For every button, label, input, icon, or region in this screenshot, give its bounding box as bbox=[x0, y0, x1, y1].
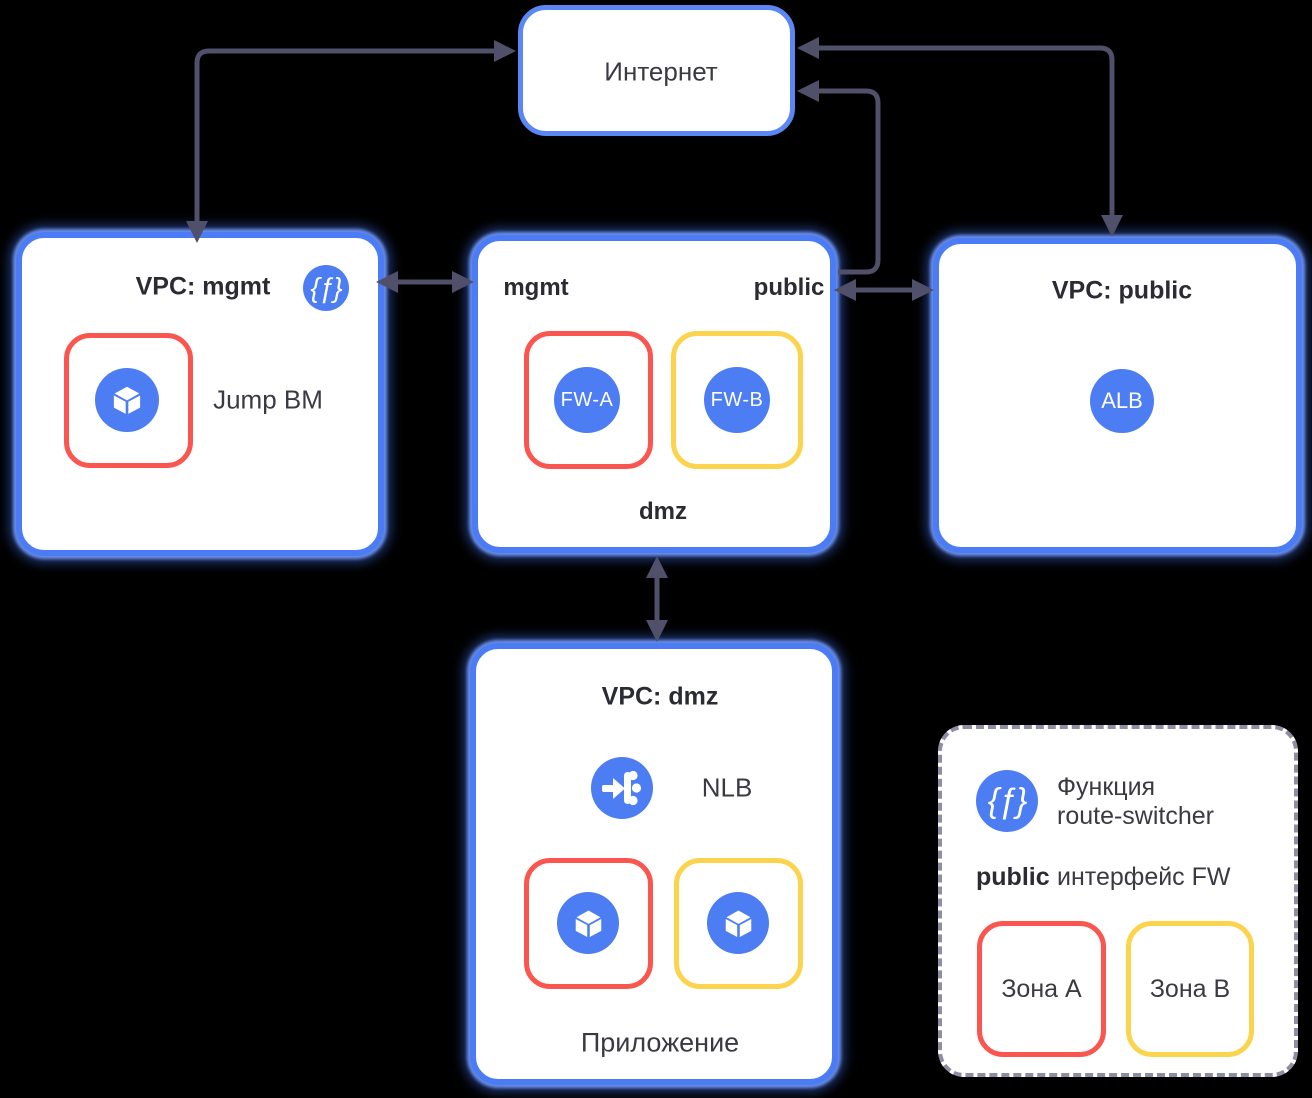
legend-box: {ƒ} Функция route-switcher public интерф… bbox=[938, 725, 1298, 1077]
firewall-box: mgmt public FW-A FW-B dmz bbox=[472, 235, 836, 553]
fw-a-circle: FW-A bbox=[554, 367, 620, 433]
function-icon: {ƒ} bbox=[303, 265, 349, 311]
vpc-dmz-title: VPC: dmz bbox=[601, 682, 719, 711]
vpc-public-box: VPC: public ALB bbox=[933, 238, 1302, 553]
alb-label: ALB bbox=[1101, 388, 1143, 413]
app-label: Приложение bbox=[580, 1027, 740, 1058]
internet-label: Интернет bbox=[604, 56, 718, 87]
vpc-mgmt-box: VPC: mgmt {ƒ} Jump BM bbox=[16, 232, 384, 556]
cube-icon bbox=[113, 386, 141, 414]
cube-icon bbox=[725, 910, 751, 937]
legend-function-line2: route-switcher bbox=[1057, 802, 1214, 830]
vpc-public-title: VPC: public bbox=[1051, 276, 1193, 305]
function-icon-glyph: {ƒ} bbox=[310, 272, 342, 303]
fw-box-public-label: public bbox=[753, 274, 825, 301]
arrow-internet-vpc-public bbox=[801, 45, 1115, 232]
fw-box-mgmt-label: mgmt bbox=[503, 274, 569, 301]
legend-zone-b-box: Зона B bbox=[1126, 921, 1254, 1057]
legend-zone-a-box: Зона A bbox=[977, 921, 1106, 1057]
legend-fw-interface-label: интерфейс FW bbox=[1057, 863, 1231, 891]
jump-vm-label: Jump BM bbox=[213, 384, 323, 415]
app-vm-a-cube-icon bbox=[557, 892, 619, 954]
internet-node: Интернет bbox=[518, 5, 795, 136]
legend-zone-a-label: Зона A bbox=[1001, 974, 1082, 1003]
alb-circle: ALB bbox=[1090, 369, 1154, 433]
function-icon: {ƒ} bbox=[976, 770, 1038, 832]
cube-icon bbox=[575, 910, 601, 937]
vm-cube-icon bbox=[95, 368, 159, 432]
app-vm-b-cube-icon bbox=[707, 892, 769, 954]
fw-box-dmz-label: dmz bbox=[639, 498, 687, 525]
fw-b-circle: FW-B bbox=[704, 367, 770, 433]
legend-function-line1: Функция bbox=[1057, 773, 1156, 801]
legend-function-label: Функция route-switcher bbox=[1057, 773, 1214, 831]
vpc-mgmt-title: VPC: mgmt bbox=[135, 272, 271, 301]
nlb-label: NLB bbox=[701, 772, 753, 803]
function-icon-glyph: {ƒ} bbox=[987, 781, 1028, 820]
fw-a-label: FW-A bbox=[560, 388, 614, 411]
load-balancer-icon bbox=[602, 770, 642, 806]
fw-b-label: FW-B bbox=[710, 388, 764, 411]
nlb-icon bbox=[591, 757, 653, 819]
legend-public-label: public bbox=[976, 863, 1050, 891]
jump-vm-zone-a-box bbox=[64, 333, 193, 468]
legend-zone-b-label: Зона B bbox=[1149, 974, 1231, 1003]
arrow-internet-mgmt bbox=[194, 48, 510, 238]
vpc-dmz-box: VPC: dmz NLB bbox=[470, 643, 838, 1085]
